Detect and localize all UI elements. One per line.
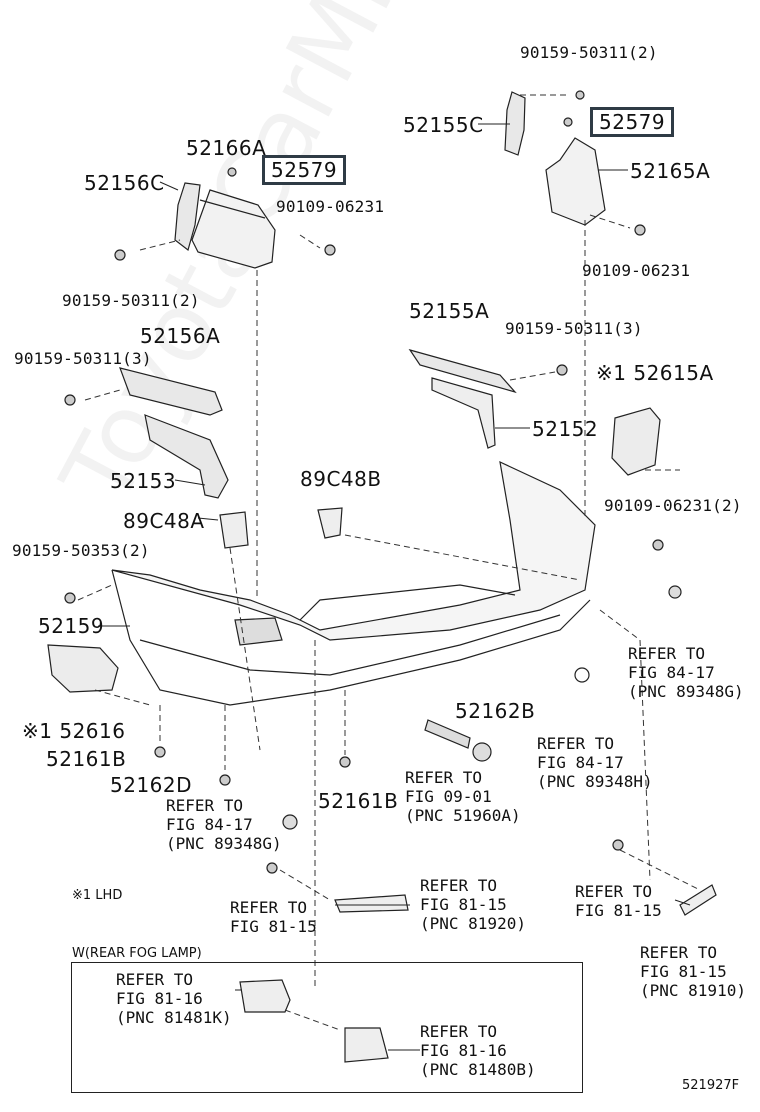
reflector-left bbox=[334, 894, 409, 913]
label-90109-06231-2: 90109-06231(2) bbox=[604, 496, 742, 515]
bracket-52153 bbox=[144, 414, 229, 499]
label-90109-06231-left: 90109-06231 bbox=[276, 197, 385, 216]
part-52162b bbox=[424, 719, 471, 749]
label-90159-50311-2-top: 90159-50311(2) bbox=[520, 43, 658, 62]
label-90159-50353-2: 90159-50353(2) bbox=[12, 541, 150, 560]
label-90159-50311-3-right: 90159-50311(3) bbox=[505, 319, 643, 338]
label-52162b: 52162B bbox=[455, 699, 536, 723]
label-52615a: ※1 52615A bbox=[596, 361, 714, 385]
bumper-cover-52159 bbox=[111, 460, 596, 641]
diagram-id: 521927F bbox=[682, 1078, 740, 1093]
label-89c48b: 89C48B bbox=[300, 467, 382, 491]
refer-fig-84-17-89348h: REFER TO FIG 84-17 (PNC 89348H) bbox=[537, 734, 653, 791]
clip-89c48a bbox=[219, 511, 249, 549]
label-52165a: 52165A bbox=[630, 159, 711, 183]
refer-fig-81-15-81920: REFER TO FIG 81-15 (PNC 81920) bbox=[420, 876, 526, 933]
refer-fig-81-15-right: REFER TO FIG 81-15 bbox=[575, 882, 662, 920]
fog-lamp-bezel bbox=[239, 979, 291, 1013]
refer-fig-81-15-81910: REFER TO FIG 81-15 (PNC 81910) bbox=[640, 943, 746, 1000]
retainer-52156c bbox=[174, 182, 201, 252]
label-90109-06231-right: 90109-06231 bbox=[582, 261, 691, 280]
bracket-52152 bbox=[431, 377, 496, 449]
label-52579-left-highlight: 52579 bbox=[262, 155, 347, 185]
refer-fig-81-16-81480b: REFER TO FIG 81-16 (PNC 81480B) bbox=[420, 1022, 536, 1079]
label-52616: ※1 52616 bbox=[22, 719, 126, 743]
label-90159-50311-3-left: 90159-50311(3) bbox=[14, 349, 152, 368]
label-52159: 52159 bbox=[38, 614, 105, 638]
rear-fog-lamp-title: W(REAR FOG LAMP) bbox=[72, 946, 202, 961]
retainer-52156a bbox=[119, 367, 223, 416]
label-52155c: 52155C bbox=[403, 113, 484, 137]
retainer-52155c bbox=[504, 91, 526, 156]
refer-fig-81-16-81481k: REFER TO FIG 81-16 (PNC 81481K) bbox=[116, 970, 232, 1027]
note-lhd: ※1 LHD bbox=[72, 888, 123, 903]
refer-fig-09-01-51960a: REFER TO FIG 09-01 (PNC 51960A) bbox=[405, 768, 521, 825]
retainer-52155a bbox=[408, 348, 517, 394]
part-52615a bbox=[611, 407, 661, 476]
label-52166a: 52166A bbox=[186, 136, 267, 160]
refer-fig-84-17-89348g-left: REFER TO FIG 84-17 (PNC 89348G) bbox=[166, 796, 282, 853]
label-89c48a: 89C48A bbox=[123, 509, 205, 533]
label-52156a: 52156A bbox=[140, 324, 221, 348]
corner-piece-52165a bbox=[545, 137, 606, 226]
label-52155a: 52155A bbox=[409, 299, 490, 323]
refer-fig-81-15-left: REFER TO FIG 81-15 bbox=[230, 898, 317, 936]
corner-piece-52166a bbox=[191, 189, 276, 269]
refer-fig-84-17-89348g-right: REFER TO FIG 84-17 (PNC 89348G) bbox=[628, 644, 744, 701]
label-52579-right-highlight: 52579 bbox=[590, 107, 675, 137]
clip-89c48b bbox=[317, 507, 343, 539]
label-52156c: 52156C bbox=[84, 171, 165, 195]
label-52161b-mid: 52161B bbox=[318, 789, 399, 813]
label-52162d: 52162D bbox=[110, 773, 193, 797]
rear-fog-lamp-box bbox=[71, 962, 583, 1093]
label-52152: 52152 bbox=[532, 417, 599, 441]
label-90159-50311-2-left: 90159-50311(2) bbox=[62, 291, 200, 310]
label-52161b-left: 52161B bbox=[46, 747, 127, 771]
reflector-right bbox=[679, 884, 717, 916]
label-52153: 52153 bbox=[110, 469, 177, 493]
fog-lamp bbox=[344, 1027, 389, 1063]
part-52616 bbox=[47, 644, 119, 693]
